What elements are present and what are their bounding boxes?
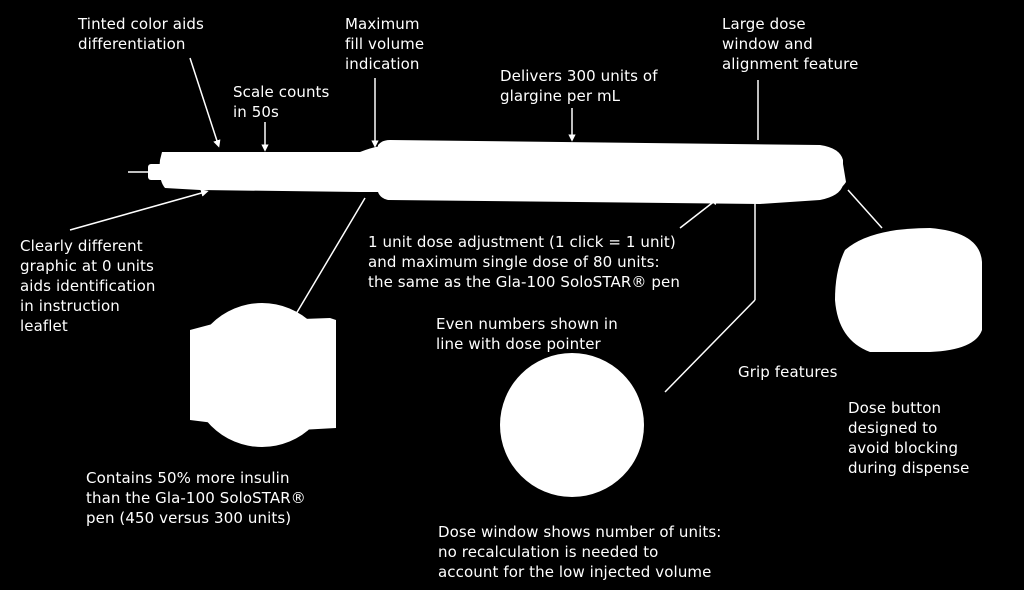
pen-body bbox=[378, 140, 843, 204]
connector-dose-button bbox=[847, 189, 883, 229]
label-tinted-color: Tinted color aids differentiation bbox=[78, 15, 204, 53]
dose-button-zoom-circle bbox=[835, 228, 982, 352]
label-dose-button: Dose button designed to avoid blocking d… bbox=[848, 399, 970, 477]
label-large-dose-window: Large dose window and alignment feature bbox=[722, 15, 859, 73]
label-even-numbers: Even numbers shown in line with dose poi… bbox=[436, 315, 618, 353]
label-max-fill: Maximum fill volume indication bbox=[345, 15, 425, 73]
label-contains-more: Contains 50% more insulin than the Gla-1… bbox=[86, 469, 306, 527]
arrow-tinted-color bbox=[189, 57, 221, 148]
label-scale-counts: Scale counts in 50s bbox=[233, 83, 330, 121]
cartridge-holder bbox=[159, 146, 382, 192]
label-grip-features: Grip features bbox=[738, 363, 838, 381]
label-one-unit: 1 unit dose adjustment (1 click = 1 unit… bbox=[368, 233, 680, 291]
connector-cartridge bbox=[295, 197, 366, 315]
arrow-one-unit bbox=[679, 197, 719, 229]
label-delivers: Delivers 300 units of glargine per mL bbox=[500, 67, 658, 105]
cartridge-zoom-cut bbox=[190, 318, 336, 430]
dose-window-zoom-circle bbox=[500, 353, 644, 497]
label-clearly-different: Clearly different graphic at 0 units aid… bbox=[20, 237, 156, 335]
dose-button-end bbox=[800, 146, 846, 200]
connector-dose-window-2 bbox=[664, 299, 756, 393]
label-dose-window-shows: Dose window shows number of units: no re… bbox=[438, 523, 722, 581]
arrow-clearly-different bbox=[69, 189, 209, 231]
